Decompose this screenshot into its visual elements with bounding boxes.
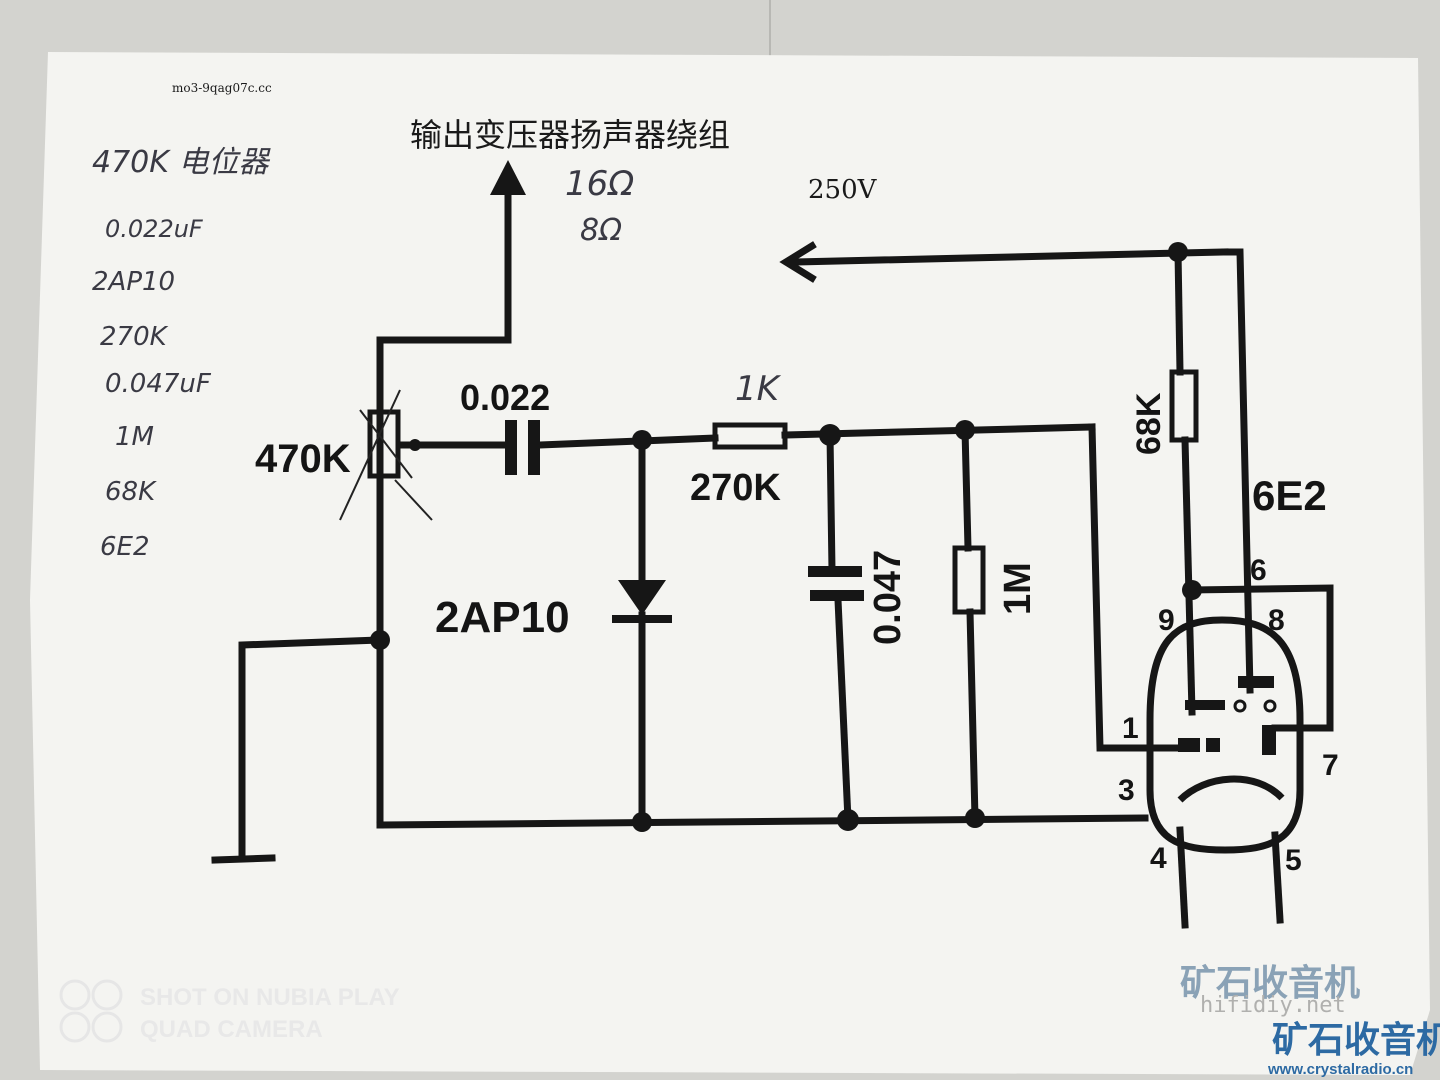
circuit-wires: [211, 160, 1334, 929]
handwritten-parts-list: 470K 电位器 0.022uF 2AP10 270K 0.047uF 1M 6…: [92, 145, 271, 562]
handwritten-item: 68K: [105, 477, 157, 507]
capacitor-0047: [808, 566, 864, 601]
resistor-68k: [1169, 369, 1199, 443]
potentiometer-470k: [339, 389, 433, 521]
camera-watermark: SHOT ON NUBIA PLAY QUAD CAMERA: [59, 979, 400, 1043]
handwritten-resistor-label: 1K: [735, 369, 782, 409]
logo-url-gray: hifidiy.net: [1200, 993, 1346, 1018]
handwritten-item: 470K 电位器: [92, 145, 271, 180]
handwritten-item: 0.047uF: [105, 369, 212, 399]
lens-icon: [59, 979, 91, 1011]
tube-pin-labels: 1 3 4 5 6 7 8 9: [1118, 554, 1339, 877]
resistor2-label: 1M: [997, 562, 1039, 615]
pin-label: 5: [1285, 844, 1302, 877]
tube-label: 6E2: [1252, 472, 1327, 519]
cap2-label: 0.047: [867, 550, 909, 645]
small-print: mo3-9qag07c.cc: [172, 81, 272, 95]
lens-icon: [59, 1011, 91, 1043]
impedance-16: 16Ω: [565, 164, 634, 204]
diode-2ap10: [612, 580, 672, 623]
camera-line-2: QUAD CAMERA: [140, 1016, 323, 1043]
pin-label: 6: [1250, 554, 1267, 587]
resistor-1m: [952, 545, 986, 615]
impedance-8: 8Ω: [580, 213, 622, 248]
pot-label: 470K: [255, 437, 351, 481]
junction-dots: [370, 242, 1202, 832]
logo-text-gray: 矿石收音机: [1180, 963, 1360, 1004]
pin-label: 7: [1322, 749, 1339, 782]
tube-6e2: [1146, 616, 1304, 854]
pin-label: 8: [1268, 604, 1285, 637]
pin-label: 3: [1118, 774, 1135, 807]
logo-text-blue: 矿石收音机: [1272, 1019, 1440, 1060]
paper-sheet: [30, 52, 1430, 1075]
resistor1-label: 270K: [690, 467, 781, 509]
handwritten-item: 2AP10: [92, 267, 175, 297]
logo-url-blue: www.crystalradio.cn: [1267, 1061, 1413, 1078]
cap1-label: 0.022: [460, 377, 550, 418]
capacitor-0022: [505, 420, 540, 475]
lens-icon: [91, 1011, 123, 1043]
supply-voltage: 250V: [808, 175, 878, 205]
handwritten-item: 0.022uF: [105, 215, 204, 243]
resistor3-label: 68K: [1130, 392, 1168, 455]
pin-label: 4: [1150, 842, 1167, 875]
diagram-title: 输出变压器扬声器绕组: [410, 116, 730, 154]
pin-label: 9: [1158, 604, 1175, 637]
pin-label: 1: [1122, 712, 1139, 745]
handwritten-item: 6E2: [100, 532, 150, 562]
handwritten-item: 1M: [115, 422, 154, 452]
resistor-270k: [712, 422, 788, 450]
camera-line-1: SHOT ON NUBIA PLAY: [140, 984, 400, 1011]
handwritten-item: 270K: [100, 322, 169, 352]
lens-icon: [91, 979, 123, 1011]
diode-label: 2AP10: [435, 593, 570, 642]
